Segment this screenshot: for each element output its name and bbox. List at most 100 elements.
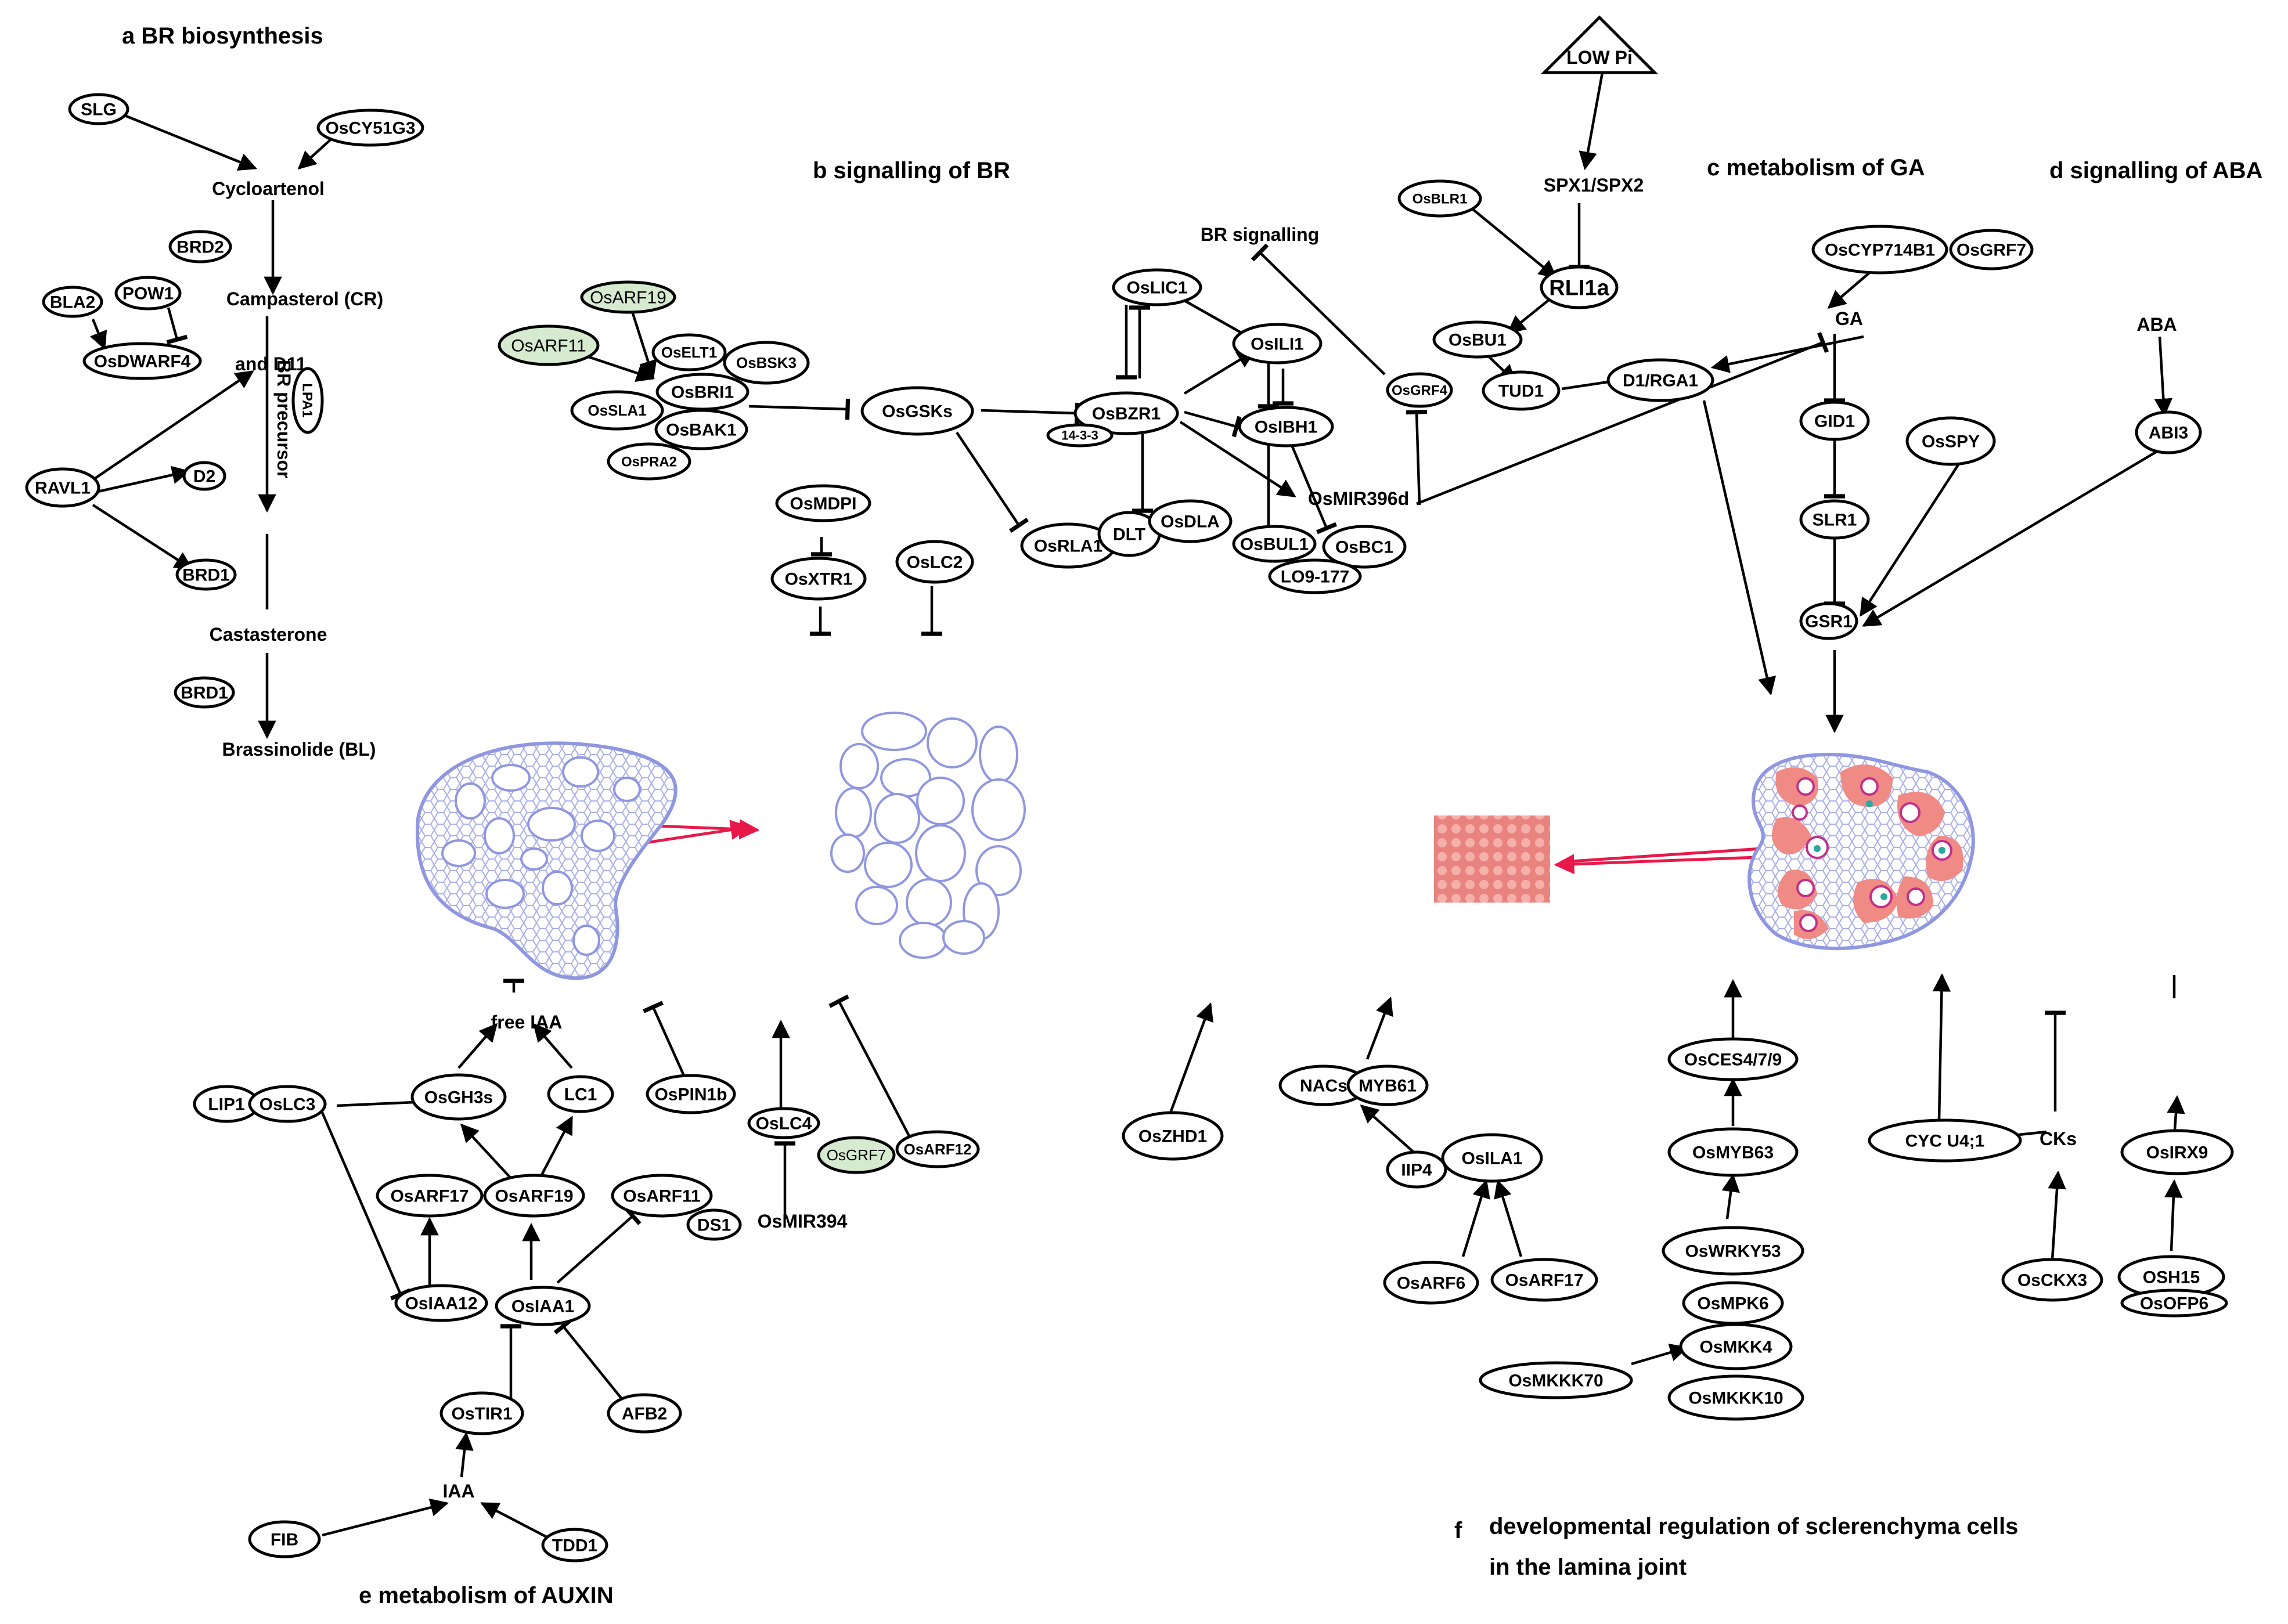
- node-label: OsBC1: [1335, 538, 1393, 557]
- node-osarf6: OsARF6: [1383, 1261, 1479, 1305]
- node-label: OsGRF7: [1956, 241, 2026, 260]
- node-label: DS1: [697, 1216, 731, 1235]
- low-pi-label: LOW Pi: [1566, 47, 1633, 68]
- node-lo9: LO9-177: [1268, 558, 1362, 594]
- node-bla2: BLA2: [42, 286, 103, 318]
- node-shape: [82, 342, 202, 380]
- lamina-joint-cross-section-left: [415, 741, 678, 980]
- node-shape: [1799, 602, 1858, 640]
- node-label: D1/RGA1: [1623, 371, 1698, 391]
- node-p1433: 14-3-3: [1046, 423, 1114, 447]
- node-osmdpi: OsMDPI: [775, 484, 871, 522]
- free-iaa-label: free IAA: [491, 1012, 563, 1033]
- node-shape: [1606, 358, 1714, 402]
- node-rli1a: RLI1a: [1540, 265, 1619, 309]
- node-myb61: MYB61: [1346, 1064, 1429, 1106]
- node-shape: [376, 1174, 484, 1218]
- node-label: SLR1: [1813, 511, 1857, 530]
- node-label: OsBSK3: [736, 354, 797, 371]
- aba-label: ABA: [2136, 314, 2177, 335]
- node-shape: [495, 1286, 591, 1326]
- node-shape: [611, 1174, 713, 1218]
- node-shape: [1046, 423, 1114, 447]
- node-shape: [580, 280, 676, 314]
- node-osbzr1: OsBZR1: [1073, 391, 1179, 435]
- node-shape: [747, 1107, 820, 1139]
- node-label: OsLC3: [260, 1095, 316, 1114]
- node-oslc4: OsLC4: [747, 1107, 820, 1139]
- node-label: OsARF12: [903, 1141, 971, 1158]
- osmir396d-label: OsMIR396d: [1308, 488, 1409, 509]
- node-shape: [1386, 372, 1453, 408]
- brassinolide-label: Brassinolide (BL): [222, 739, 376, 760]
- node-osrla1: OsRLA1: [1020, 522, 1116, 569]
- node-shape: [1482, 370, 1561, 411]
- node-iip4: IIP4: [1386, 1150, 1447, 1189]
- node-label: NACs: [1300, 1077, 1347, 1096]
- node-cycu41: CYC U4;1: [1868, 1118, 2022, 1163]
- node-label: RAVL1: [35, 479, 91, 498]
- node-shape: [316, 109, 424, 147]
- node-label: CYC U4;1: [1905, 1132, 1985, 1151]
- node-label: OsILA1: [1461, 1149, 1522, 1168]
- node-lip1: LIP1: [193, 1085, 260, 1123]
- node-shape: [547, 1075, 614, 1113]
- node-shape: [1811, 225, 1948, 275]
- node-label: D2: [193, 467, 215, 486]
- node-osarf17-e: OsARF17: [376, 1174, 484, 1218]
- node-d1rga1: D1/RGA1: [1606, 358, 1714, 402]
- node-label: POW1: [122, 284, 174, 304]
- node-label: OsARF11: [511, 337, 586, 356]
- node-oslc3: OsLC3: [248, 1085, 327, 1123]
- node-shape: [439, 1391, 524, 1435]
- node-shape: [2001, 1258, 2103, 1302]
- node-label: DLT: [1113, 525, 1145, 544]
- node-osibh1: OsIBH1: [1238, 406, 1334, 447]
- node-shape: [1346, 1064, 1429, 1106]
- node-oswrky53: OsWRKY53: [1662, 1226, 1804, 1276]
- node-osmkk4: OsMKK4: [1679, 1323, 1793, 1370]
- node-osdla: OsDLA: [1148, 499, 1233, 543]
- node-ospra2: OsPRA2: [607, 442, 691, 481]
- node-label: OSH15: [2143, 1268, 2200, 1287]
- node-label: OsBZR1: [1092, 405, 1161, 424]
- node-tud1: TUD1: [1482, 370, 1561, 411]
- node-shape: [1479, 1361, 1633, 1399]
- node-osiaa1: OsIAA1: [495, 1286, 591, 1326]
- node-shape: [1238, 406, 1334, 447]
- node-shape: [654, 409, 748, 450]
- node-lc1: LC1: [547, 1075, 614, 1113]
- node-shape: [770, 557, 867, 601]
- lamina-joint-cross-section-right: [1747, 752, 1975, 950]
- node-shape: [1949, 229, 2034, 270]
- castasterone-label: Castasterone: [210, 624, 327, 645]
- node-label: OsLC4: [756, 1114, 812, 1134]
- node-osmyb63: OsMYB63: [1667, 1127, 1799, 1177]
- panel-title-b: b signalling of BR: [813, 158, 1010, 183]
- node-osblr1: OsBLR1: [1397, 179, 1482, 218]
- node-osgsks: OsGSKs: [860, 386, 974, 436]
- node-shape: [1799, 499, 1870, 540]
- node-oselt1: OsELT1: [651, 333, 727, 371]
- node-label: OsARF17: [1505, 1271, 1583, 1290]
- node-label: OsELT1: [661, 344, 717, 361]
- node-shape: [1679, 1323, 1793, 1370]
- node-shape: [1662, 1226, 1804, 1276]
- node-label: OsLC2: [907, 553, 963, 572]
- node-lpa1: LPA1: [291, 367, 324, 434]
- node-shape: [1667, 1037, 1799, 1081]
- node-label: LO9-177: [1281, 568, 1349, 587]
- node-shape: [175, 558, 237, 591]
- node-label: OsMKKK70: [1508, 1372, 1603, 1391]
- iaa-label: IAA: [442, 1481, 474, 1502]
- node-label: OsPIN1b: [654, 1085, 727, 1105]
- node-ospin1b: OsPIN1b: [646, 1074, 736, 1114]
- panel-title-d: d signalling of ABA: [2049, 158, 2262, 183]
- node-shape: [410, 1073, 507, 1121]
- node-label: OsMKKK10: [1688, 1389, 1783, 1408]
- node-label: BLA2: [50, 293, 95, 312]
- ga-label: GA: [1835, 308, 1863, 329]
- node-shape: [1148, 499, 1233, 543]
- node-d2: D2: [182, 461, 226, 491]
- node-label: OsTIR1: [451, 1405, 512, 1424]
